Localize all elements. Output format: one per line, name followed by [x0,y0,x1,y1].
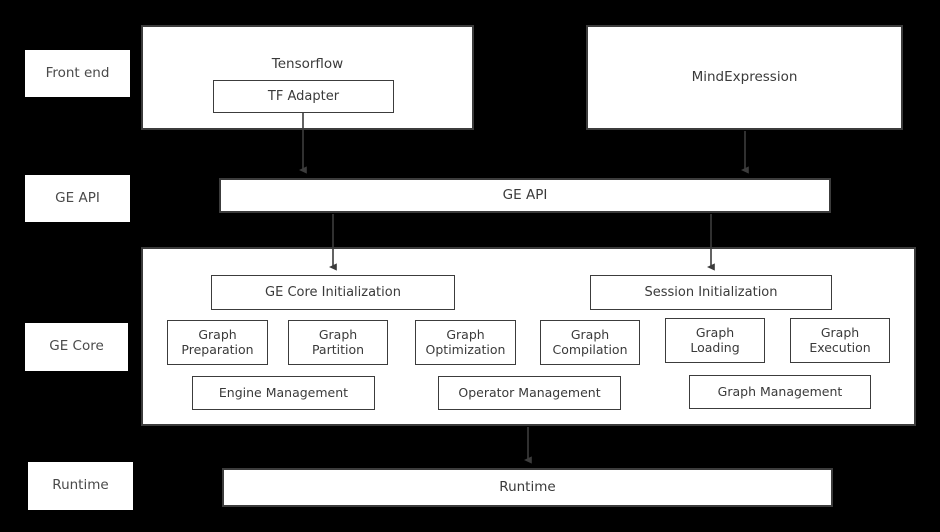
stage-label-ge-api: GE API [25,175,130,222]
graph-loading-line1: Graph [695,324,735,340]
graph-execution-box: Graph Execution [790,318,890,363]
graph-optimization-box: Graph Optimization [415,320,516,365]
stage-label-runtime: Runtime [28,462,133,510]
engine-management-box: Engine Management [192,376,375,410]
graph-optimization-line2: Optimization [425,341,506,357]
graph-compilation-box: Graph Compilation [540,320,640,365]
graph-preparation-line2: Preparation [181,341,254,357]
session-initialization-box: Session Initialization [590,275,832,310]
tf-adapter-box: TF Adapter [213,80,394,113]
graph-partition-box: Graph Partition [288,320,388,365]
graph-compilation-line2: Compilation [552,341,628,357]
operator-management-box: Operator Management [438,376,621,410]
mindexpression-group: MindExpression [586,25,903,130]
graph-partition-line1: Graph [318,326,358,342]
graph-preparation-box: Graph Preparation [167,320,268,365]
graph-compilation-line1: Graph [570,326,610,342]
graph-preparation-line1: Graph [198,326,237,342]
graph-optimization-line1: Graph [446,326,485,342]
ge-core-initialization-box: GE Core Initialization [211,275,455,310]
graph-execution-line1: Graph [820,324,860,340]
runtime-bar: Runtime [222,468,833,507]
graph-management-box: Graph Management [689,375,871,409]
graph-execution-line2: Execution [809,339,871,355]
tensorflow-group: Tensorflow [141,25,474,130]
stage-label-ge-core: GE Core [25,323,128,371]
graph-loading-line2: Loading [690,339,740,355]
ge-api-bar: GE API [219,178,831,213]
graph-partition-line2: Partition [311,341,365,357]
stage-label-front-end: Front end [25,50,130,97]
graph-loading-box: Graph Loading [665,318,765,363]
